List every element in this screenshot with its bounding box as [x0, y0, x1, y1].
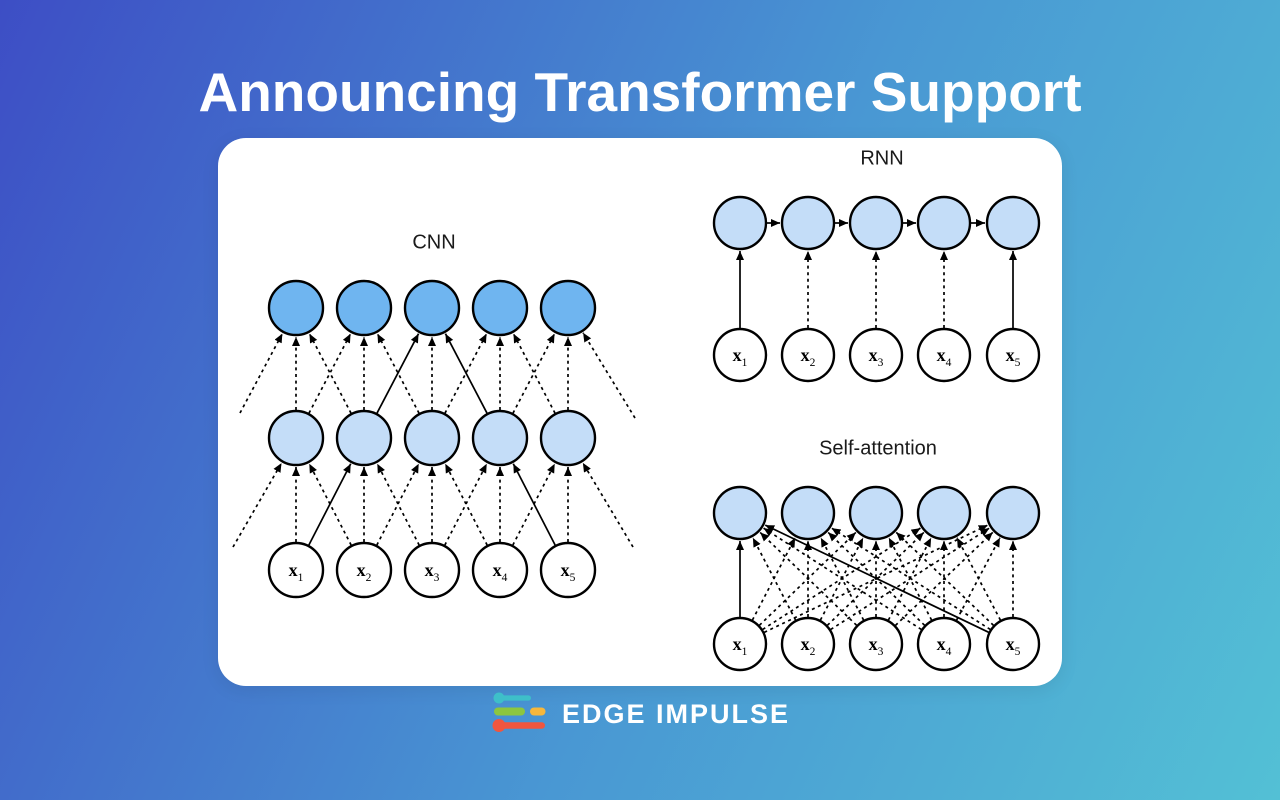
cnn-edge-hidden.2-to-output.3 [444, 333, 488, 414]
cnn-stub-edge-to-hidden.4 [582, 462, 634, 548]
cnn-edge-input.2-to-hidden.1 [376, 463, 420, 546]
self-attention-edge-input.0-to-output.4 [763, 524, 989, 634]
edge-impulse-logo-icon [492, 692, 546, 732]
cnn-output-node-5 [539, 279, 597, 337]
self-attention-edge-input.0-to-output.1 [751, 537, 796, 621]
brand-name: EDGE IMPULSE [561, 698, 791, 729]
cnn-edge-hidden.4-to-output.3 [512, 333, 556, 414]
cnn-edge-input.1-to-hidden.2 [376, 463, 420, 546]
self-attention-input-node-4 [916, 616, 972, 672]
logo-teal-bar [498, 695, 531, 701]
cnn-input-node-3 [403, 541, 461, 599]
rnn-input-node-3 [848, 327, 904, 383]
cnn-hidden-node-3 [403, 409, 461, 467]
rnn-output-node-4 [916, 195, 972, 251]
cnn-hidden-node-4 [471, 409, 529, 467]
rnn-output-node-2 [780, 195, 836, 251]
cnn-edge-hidden.1-to-output.0 [308, 333, 352, 414]
self-attention-input-node-5 [985, 616, 1041, 672]
cnn-input-label-5: x5 [561, 560, 576, 584]
cnn-edge-hidden.0-to-output.1 [308, 333, 352, 414]
cnn-input-node-5 [539, 541, 597, 599]
cnn-edge-input.0-to-hidden.1 [308, 463, 352, 546]
cnn-edge-hidden.2-to-output.1 [376, 333, 420, 414]
cnn-hidden-node-2 [335, 409, 393, 467]
cnn-edge-input.4-to-hidden.3 [512, 463, 556, 546]
self-attention-edge-input.3-to-output.4 [955, 537, 1001, 621]
rnn-output-node-3 [848, 195, 904, 251]
cnn-edge-hidden.1-to-output.2 [376, 333, 420, 414]
cnn-title: CNN [412, 231, 456, 254]
rnn-input-node-2 [780, 327, 836, 383]
cnn-input-label-2: x2 [357, 560, 372, 584]
cnn-input-node-1 [267, 541, 325, 599]
self-attention-edge-input.0-to-output.3 [762, 527, 921, 631]
rnn-diagram: x1 x2 x3 x4 x5 [712, 195, 1041, 383]
cnn-edge-hidden.3-to-output.4 [512, 333, 556, 414]
diagram-card: x1 x2 x3 x4 x5 x1 x2 x3 x4 x5 x1 x2 x3 x4 x5 CNN RNN S… [218, 138, 1062, 686]
cnn-edge-hidden.3-to-output.2 [444, 333, 488, 414]
self-attention-output-node-3 [848, 485, 904, 541]
rnn-input-label-4: x4 [937, 345, 952, 369]
diagrams-svg: x1 x2 x3 x4 x5 x1 x2 x3 x4 x5 x1 x2 x3 x4 x5 [232, 195, 1041, 672]
self-attention-input-node-2 [780, 616, 836, 672]
cnn-input-label-4: x4 [493, 560, 508, 584]
rnn-input-label-1: x1 [733, 345, 748, 369]
cnn-stub-edge-to-output.0 [239, 333, 284, 414]
cnn-stub-edge-to-output.4 [582, 332, 636, 419]
logo-yellow-bar [529, 707, 546, 716]
self-attention-input-label-1: x1 [733, 634, 748, 658]
self-attention-edge-input.1-to-output.3 [826, 531, 925, 626]
rnn-title: RNN [860, 147, 904, 170]
cnn-edge-input.3-to-hidden.4 [512, 463, 556, 546]
rnn-input-node-5 [985, 327, 1041, 383]
cnn-output-node-4 [471, 279, 529, 337]
cnn-output-node-2 [335, 279, 393, 337]
cnn-input-node-4 [471, 541, 529, 599]
cnn-input-label-3: x3 [425, 560, 440, 584]
self-attention-edge-input.1-to-output.4 [830, 527, 990, 631]
cnn-input-label-1: x1 [289, 560, 304, 584]
cnn-edge-input.1-to-hidden.0 [308, 463, 352, 546]
self-attention-output-node-2 [780, 485, 836, 541]
self-attention-input-label-5: x5 [1006, 634, 1021, 658]
rnn-output-node-1 [712, 195, 768, 251]
cnn-input-node-2 [335, 541, 393, 599]
self-attention-output-node-1 [712, 485, 768, 541]
rnn-input-label-3: x3 [869, 345, 884, 369]
self-attention-output-node-4 [916, 485, 972, 541]
brand-footer: EDGE IMPULSE [0, 686, 1280, 742]
cnn-diagram: x1 x2 x3 x4 x5 [232, 279, 636, 599]
self-attention-edge-input.0-to-output.2 [758, 531, 857, 626]
cnn-stub-edge-to-hidden.0 [232, 462, 283, 548]
rnn-input-label-5: x5 [1006, 345, 1021, 369]
self-attention-input-label-4: x4 [937, 634, 952, 658]
self-attention-edge-input.2-to-output.4 [894, 531, 994, 626]
rnn-input-node-4 [916, 327, 972, 383]
rnn-output-node-5 [985, 195, 1041, 251]
rnn-input-label-2: x2 [801, 345, 816, 369]
self-attention-input-label-2: x2 [801, 634, 816, 658]
logo-red-bar [498, 722, 545, 729]
page-title: Announcing Transformer Support [198, 61, 1082, 123]
logo-green-bar [493, 707, 525, 716]
cnn-output-node-3 [403, 279, 461, 337]
self-attention-input-node-1 [712, 616, 768, 672]
self-attention-input-node-3 [848, 616, 904, 672]
self-attention-title: Self-attention [819, 437, 937, 460]
self-attention-input-label-3: x3 [869, 634, 884, 658]
cnn-hidden-node-5 [539, 409, 597, 467]
rnn-input-node-1 [712, 327, 768, 383]
cnn-hidden-node-1 [267, 409, 325, 467]
self-attention-output-node-5 [985, 485, 1041, 541]
cnn-output-node-1 [267, 279, 325, 337]
cnn-edge-input.3-to-hidden.2 [444, 463, 488, 546]
self-attention-diagram: x1 x2 x3 x4 x5 [712, 485, 1041, 672]
cnn-edge-input.2-to-hidden.3 [444, 463, 488, 546]
